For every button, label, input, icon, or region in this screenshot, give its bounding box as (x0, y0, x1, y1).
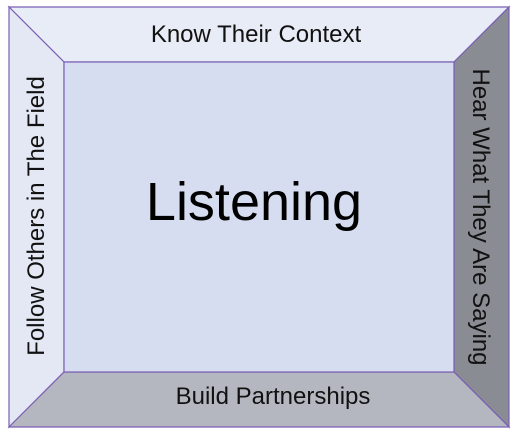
top-label: Know Their Context (151, 21, 362, 48)
bottom-label: Build Partnerships (176, 383, 371, 410)
center-panel (63, 61, 455, 373)
center-label: Listening (146, 172, 362, 232)
left-label: Follow Others in The Field (23, 76, 50, 356)
right-label: Hear What They Are Saying (467, 68, 494, 365)
